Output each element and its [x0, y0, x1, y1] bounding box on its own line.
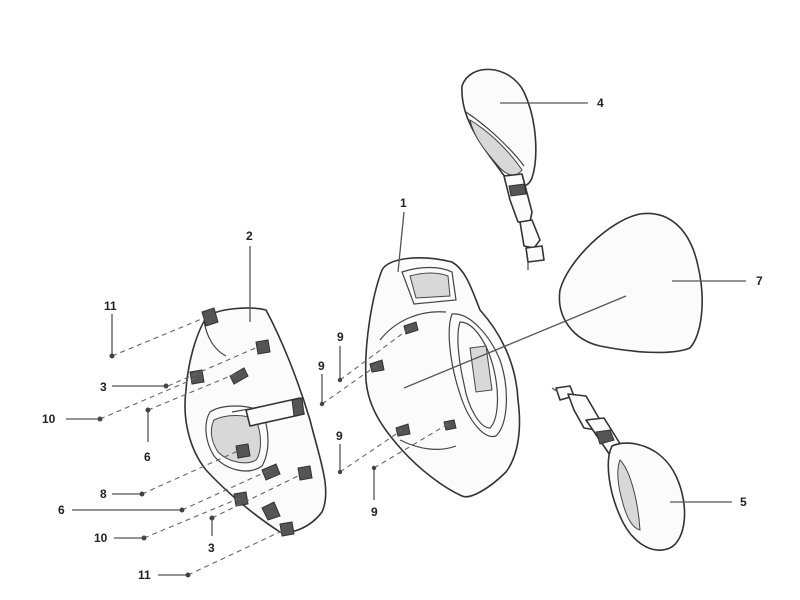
mirror-lower — [551, 385, 686, 551]
main-cowl — [364, 257, 521, 498]
callout-7: 7 — [756, 274, 763, 288]
callout-6-top: 6 — [144, 450, 151, 464]
callout-2: 2 — [246, 229, 253, 243]
callout-10-bottom: 10 — [94, 531, 108, 545]
mirror-upper — [461, 68, 545, 270]
assembly-dash-lines — [99, 317, 449, 576]
callout-9-d: 9 — [371, 505, 378, 519]
callout-10-top: 10 — [42, 412, 56, 426]
leader-1-center — [403, 295, 627, 389]
callout-9-a: 9 — [337, 330, 344, 344]
callout-labels: 1 2 4 5 7 11 3 10 6 8 6 10 3 11 9 9 9 9 — [42, 96, 763, 582]
callout-5: 5 — [740, 495, 747, 509]
visor-panel — [558, 212, 703, 354]
callout-3-bottom: 3 — [208, 541, 215, 555]
leader-lines — [66, 102, 746, 576]
inner-cover — [184, 307, 327, 537]
callout-3-top: 3 — [100, 380, 107, 394]
callout-9-c: 9 — [336, 429, 343, 443]
callout-11-top: 11 — [104, 299, 117, 313]
leader-1 — [397, 211, 405, 273]
callout-11-bottom: 11 — [138, 568, 151, 582]
callout-9-b: 9 — [318, 359, 325, 373]
fastener-dots — [97, 353, 377, 578]
callout-4: 4 — [597, 96, 604, 110]
callout-8: 8 — [100, 487, 107, 501]
callout-6-bottom: 6 — [58, 503, 65, 517]
callout-1: 1 — [400, 196, 407, 210]
